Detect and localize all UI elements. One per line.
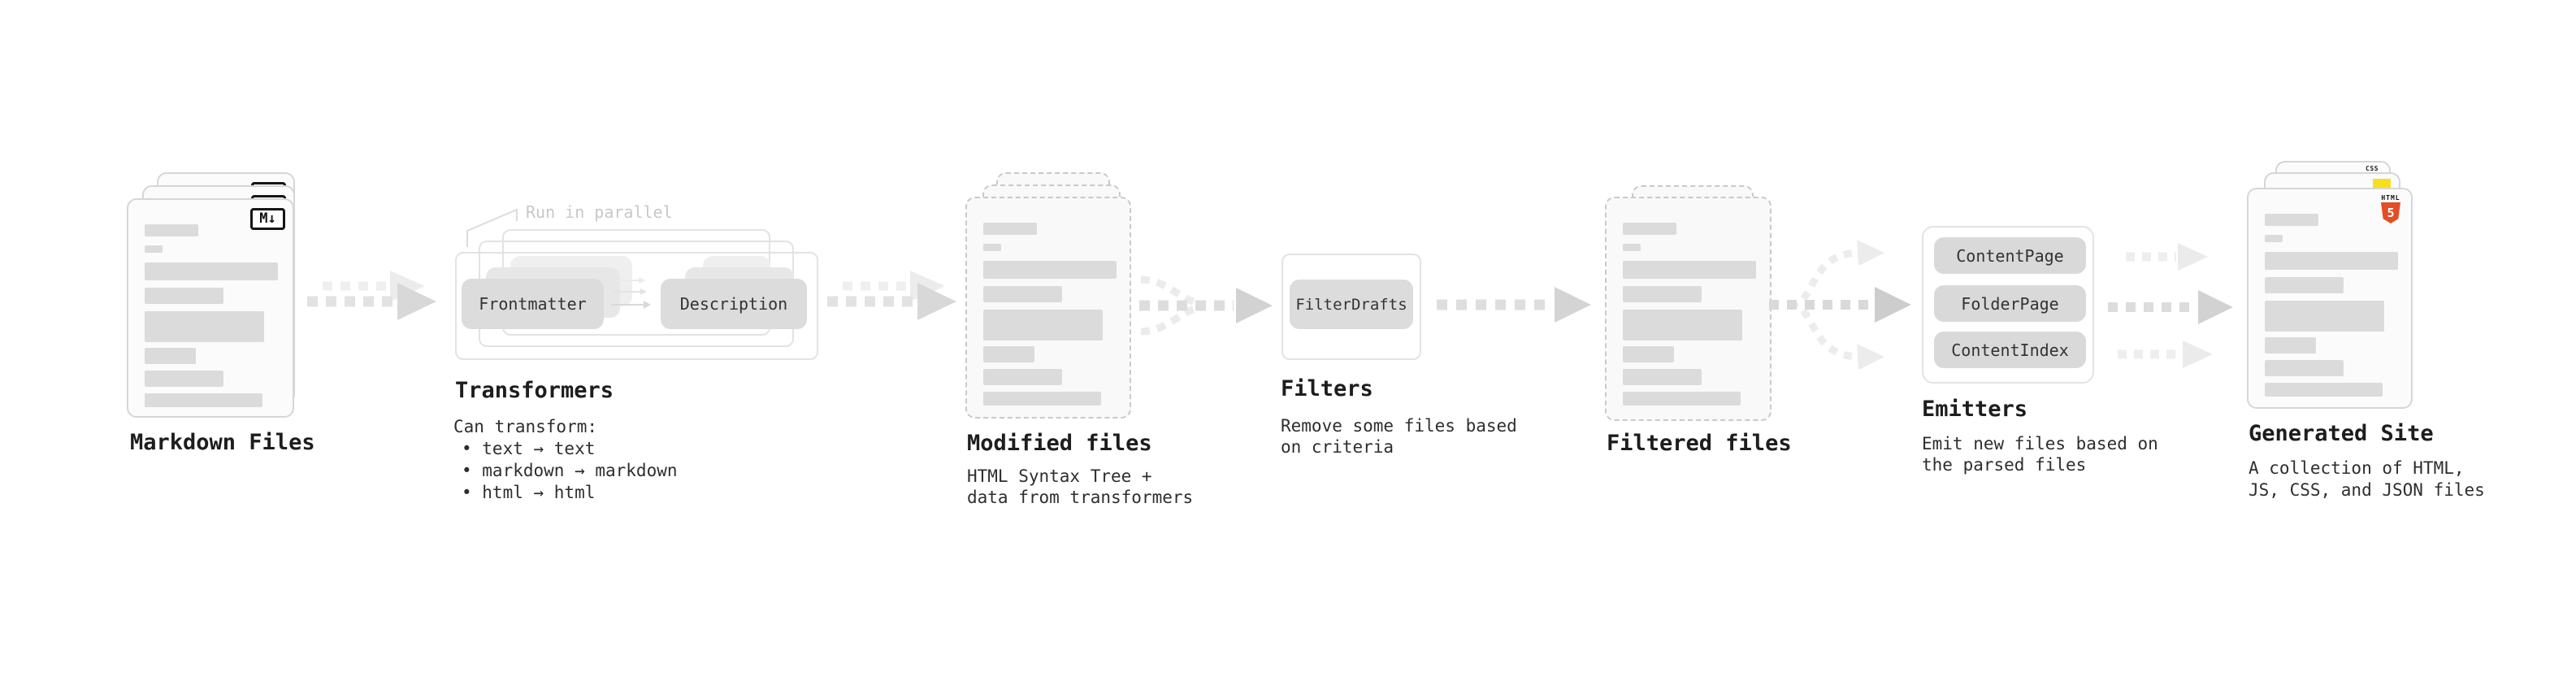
- placeholder-line: [145, 288, 223, 304]
- modified-doc-card-front: [965, 197, 1131, 419]
- placeholder-line: [983, 261, 1117, 279]
- placeholder-line: [1623, 369, 1702, 385]
- placeholder-line: [1623, 392, 1741, 406]
- markdown-badge-text: M↓: [259, 210, 276, 227]
- modified-files-label: Modified files: [967, 431, 1152, 456]
- subtitle-line: • html → html: [462, 483, 596, 502]
- arrow-transformers-to-modified-icon: [827, 271, 956, 320]
- placeholder-line: [983, 223, 1037, 235]
- placeholder-line: [1623, 223, 1676, 235]
- subtitle-line: • markdown → markdown: [462, 461, 678, 480]
- placeholder-line: [2265, 252, 2398, 270]
- placeholder-line: [983, 369, 1062, 385]
- contentindex-pill: ContentIndex: [1934, 332, 2086, 368]
- placeholder-line: [145, 224, 198, 236]
- js-icon: [2373, 179, 2391, 188]
- subtitle-line: Emit new files based on: [1922, 434, 2158, 453]
- markdown-icon: M↓: [250, 208, 285, 230]
- run-in-parallel-note: Run in parallel: [526, 202, 673, 222]
- placeholder-line: [145, 371, 223, 387]
- arrow-filters-to-filtered-icon: [1437, 287, 1591, 323]
- pill-flow-arrows-icon: [611, 277, 651, 309]
- subtitle-line: HTML Syntax Tree +: [967, 466, 1152, 486]
- subtitle-line: data from transformers: [967, 488, 1194, 507]
- arrow-emitters-to-site-top-icon: [2126, 243, 2208, 271]
- doc-placeholder-lines: [2249, 189, 2411, 397]
- placeholder-line: [2265, 301, 2384, 332]
- subtitle-line: • text → text: [462, 439, 596, 458]
- placeholder-line: [1623, 346, 1674, 362]
- placeholder-line: [983, 310, 1103, 340]
- placeholder-line: [2265, 235, 2283, 242]
- filters-label: Filters: [1281, 376, 1373, 401]
- html5-number: 5: [2387, 206, 2395, 220]
- placeholder-line: [145, 348, 196, 364]
- css-badge-text: CSS: [2366, 165, 2379, 172]
- markdown-files-label: Markdown Files: [130, 430, 315, 455]
- note-leader-line-icon: [466, 208, 518, 247]
- subtitle-line: on criteria: [1281, 437, 1394, 457]
- contentpage-pill: ContentPage: [1934, 237, 2086, 274]
- arrow-emitters-to-site-middle-icon: [2108, 290, 2233, 324]
- filtered-files-label: Filtered files: [1607, 431, 1792, 456]
- frontmatter-pill: Frontmatter: [462, 279, 604, 329]
- filterdrafts-pill: FilterDrafts: [1290, 280, 1413, 329]
- arrow-markdown-to-transformers-icon: [307, 271, 436, 320]
- transformers-label: Transformers: [455, 378, 614, 403]
- placeholder-line: [1623, 261, 1756, 279]
- arrow-emitters-to-site-bottom-icon: [2118, 340, 2213, 368]
- arrow-modified-to-filters-icon: [1139, 275, 1273, 336]
- modified-files-subtitle: HTML Syntax Tree + data from transformer…: [967, 466, 1193, 508]
- emitters-label: Emitters: [1922, 397, 2028, 422]
- markdown-doc-card-front: M↓: [127, 198, 294, 418]
- placeholder-line: [1623, 310, 1742, 340]
- placeholder-line: [145, 393, 262, 407]
- html5-badge-text: HTML: [2381, 194, 2400, 202]
- subtitle-line: Remove some files based: [1281, 416, 1517, 436]
- subtitle-line: Can transform:: [453, 417, 598, 436]
- html5-shield-icon: 5: [2381, 202, 2400, 223]
- subtitle-line: the parsed files: [1922, 455, 2087, 475]
- filtered-doc-card-front: [1605, 197, 1772, 421]
- filters-subtitle: Remove some files based on criteria: [1281, 415, 1517, 458]
- placeholder-line: [983, 244, 1001, 251]
- placeholder-line: [983, 392, 1101, 406]
- placeholder-line: [2265, 383, 2383, 397]
- folderpage-pill: FolderPage: [1934, 285, 2086, 322]
- subtitle-line: A collection of HTML,: [2249, 458, 2465, 478]
- transformers-subtitle: Can transform: • text → text • markdown …: [453, 416, 678, 504]
- placeholder-line: [2265, 337, 2316, 354]
- emitters-subtitle: Emit new files based on the parsed files: [1922, 433, 2158, 475]
- generated-site-subtitle: A collection of HTML, JS, CSS, and JSON …: [2249, 458, 2485, 501]
- placeholder-line: [983, 346, 1034, 362]
- transformer-frame-front: [455, 252, 818, 360]
- placeholder-line: [2265, 277, 2344, 293]
- placeholder-line: [1623, 286, 1702, 302]
- doc-placeholder-lines: [1607, 198, 1770, 406]
- placeholder-line: [2265, 360, 2344, 376]
- doc-placeholder-lines: [967, 198, 1130, 406]
- placeholder-line: [1623, 244, 1641, 251]
- placeholder-line: [983, 286, 1062, 302]
- placeholder-line: [2265, 214, 2318, 226]
- subtitle-line: JS, CSS, and JSON files: [2249, 480, 2485, 500]
- html5-icon: HTML 5: [2380, 195, 2401, 223]
- generated-site-label: Generated Site: [2249, 421, 2434, 446]
- placeholder-line: [145, 311, 264, 342]
- placeholder-line: [145, 262, 278, 280]
- doc-placeholder-lines: [128, 200, 293, 407]
- arrow-filtered-to-emitters-icon: [1769, 240, 1911, 370]
- site-doc-card-front: HTML 5: [2247, 188, 2413, 409]
- description-pill: Description: [661, 279, 807, 329]
- placeholder-line: [145, 245, 163, 253]
